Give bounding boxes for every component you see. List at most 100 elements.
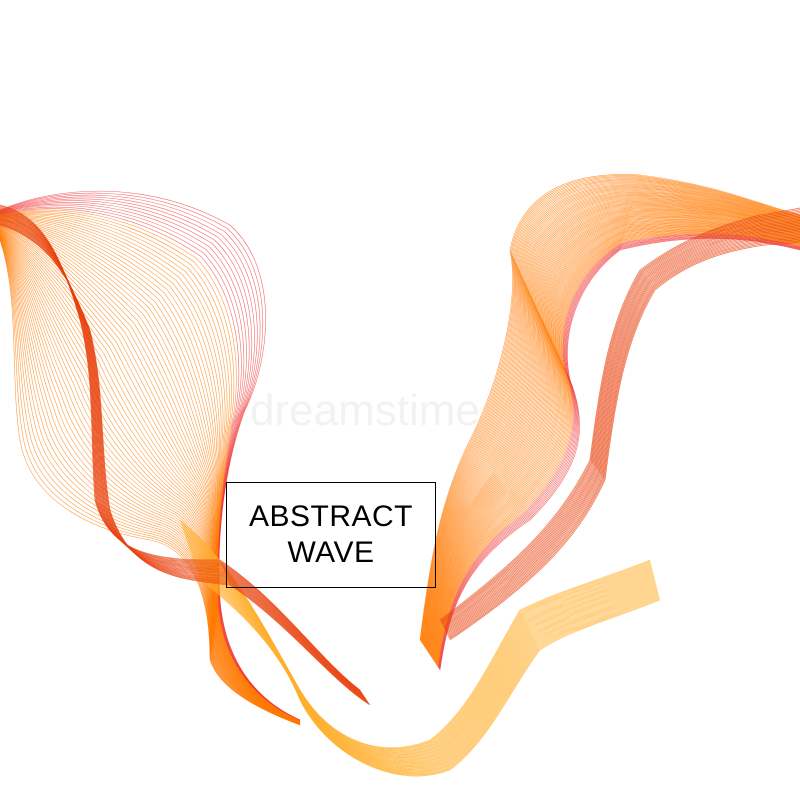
wave-line xyxy=(446,230,800,634)
wave-line xyxy=(428,207,800,654)
wave-line xyxy=(448,237,800,638)
wave-line xyxy=(432,218,800,659)
wave-line xyxy=(424,191,800,647)
wave-line xyxy=(435,227,800,664)
wave-line xyxy=(0,215,366,699)
wave-line xyxy=(426,199,800,650)
wave-line xyxy=(0,239,301,726)
wave-line xyxy=(434,224,800,662)
wave-line xyxy=(429,211,800,656)
wave-line xyxy=(0,229,301,724)
wave-line xyxy=(424,190,800,647)
wave-line xyxy=(0,230,301,724)
wave-line xyxy=(438,235,800,669)
wave-line xyxy=(445,227,800,633)
wave-line xyxy=(433,220,800,660)
wave-line xyxy=(420,175,800,641)
wave-line xyxy=(0,217,301,722)
wave-line xyxy=(435,227,800,664)
wave-line xyxy=(0,229,301,724)
wave-line xyxy=(0,224,371,706)
wave-line xyxy=(428,206,800,653)
wave-line xyxy=(440,209,800,622)
wave-line xyxy=(0,212,365,697)
wave-line xyxy=(193,561,658,768)
wave-line xyxy=(442,216,800,626)
wave-line xyxy=(430,213,800,657)
wave-line xyxy=(0,234,301,725)
wave-line xyxy=(427,201,800,651)
wave-line xyxy=(430,211,800,656)
right-wave-ribbon xyxy=(419,174,800,671)
wave-line xyxy=(431,217,800,659)
left-wave-ribbon xyxy=(0,190,301,726)
wave-line xyxy=(422,184,800,644)
wave-line xyxy=(0,220,301,723)
wave-line xyxy=(0,233,301,725)
wave-line xyxy=(444,224,800,631)
wave-line xyxy=(434,225,800,663)
wave-line xyxy=(437,233,800,668)
wave-line xyxy=(0,205,301,721)
wave-line xyxy=(434,223,800,662)
wave-line xyxy=(0,231,301,724)
wave-line xyxy=(424,192,800,648)
wave-line xyxy=(0,224,301,723)
wave-line xyxy=(0,235,301,725)
wave-line xyxy=(0,190,301,721)
wave-line xyxy=(423,186,800,645)
wave-line xyxy=(447,232,800,635)
wave-line xyxy=(0,209,301,722)
title-line-abstract: ABSTRACT xyxy=(248,500,414,533)
wave-line xyxy=(425,194,800,648)
wave-line xyxy=(0,223,370,705)
wave-line xyxy=(431,215,800,657)
wave-line xyxy=(425,196,800,649)
wave-line xyxy=(0,222,301,723)
title-line-wave: WAVE xyxy=(287,536,375,569)
wave-line xyxy=(0,212,301,722)
wave-line xyxy=(0,218,301,722)
wave-line xyxy=(0,192,301,721)
wave-line xyxy=(431,215,800,658)
wave-line xyxy=(437,231,800,666)
wave-line xyxy=(443,220,800,628)
wave-line xyxy=(421,180,800,643)
wave-line xyxy=(449,240,800,640)
wave-line xyxy=(436,230,800,666)
wave-line xyxy=(420,176,800,641)
wave-line xyxy=(0,223,301,723)
wave-line xyxy=(0,223,301,723)
wave-line xyxy=(0,219,301,722)
wave-line xyxy=(434,225,800,663)
wave-line xyxy=(420,178,800,642)
wave-line xyxy=(0,229,301,724)
wave-line xyxy=(426,200,800,651)
wave-line xyxy=(449,241,800,641)
wave-line xyxy=(425,195,800,649)
watermark: dreamstime xyxy=(250,386,480,435)
wave-line xyxy=(431,216,800,658)
wave-line xyxy=(0,227,301,724)
wave-line xyxy=(0,219,301,722)
wave-line xyxy=(0,209,363,694)
wave-line xyxy=(0,234,301,725)
wave-line xyxy=(447,233,800,636)
wave-line xyxy=(432,220,800,660)
wave-line xyxy=(0,213,365,698)
wave-line xyxy=(0,225,301,723)
wave-line xyxy=(0,225,301,723)
wave-line xyxy=(439,236,800,669)
wave-line xyxy=(437,232,800,667)
wave-line xyxy=(0,226,301,723)
wave-line xyxy=(436,228,800,665)
wave-line xyxy=(0,232,301,725)
wave-line xyxy=(422,183,800,644)
wave-line xyxy=(423,188,800,646)
wave-line xyxy=(436,230,800,666)
wave-line xyxy=(442,218,800,627)
wave-line xyxy=(0,208,301,721)
wave-line xyxy=(445,226,800,632)
wave-line xyxy=(422,185,800,645)
